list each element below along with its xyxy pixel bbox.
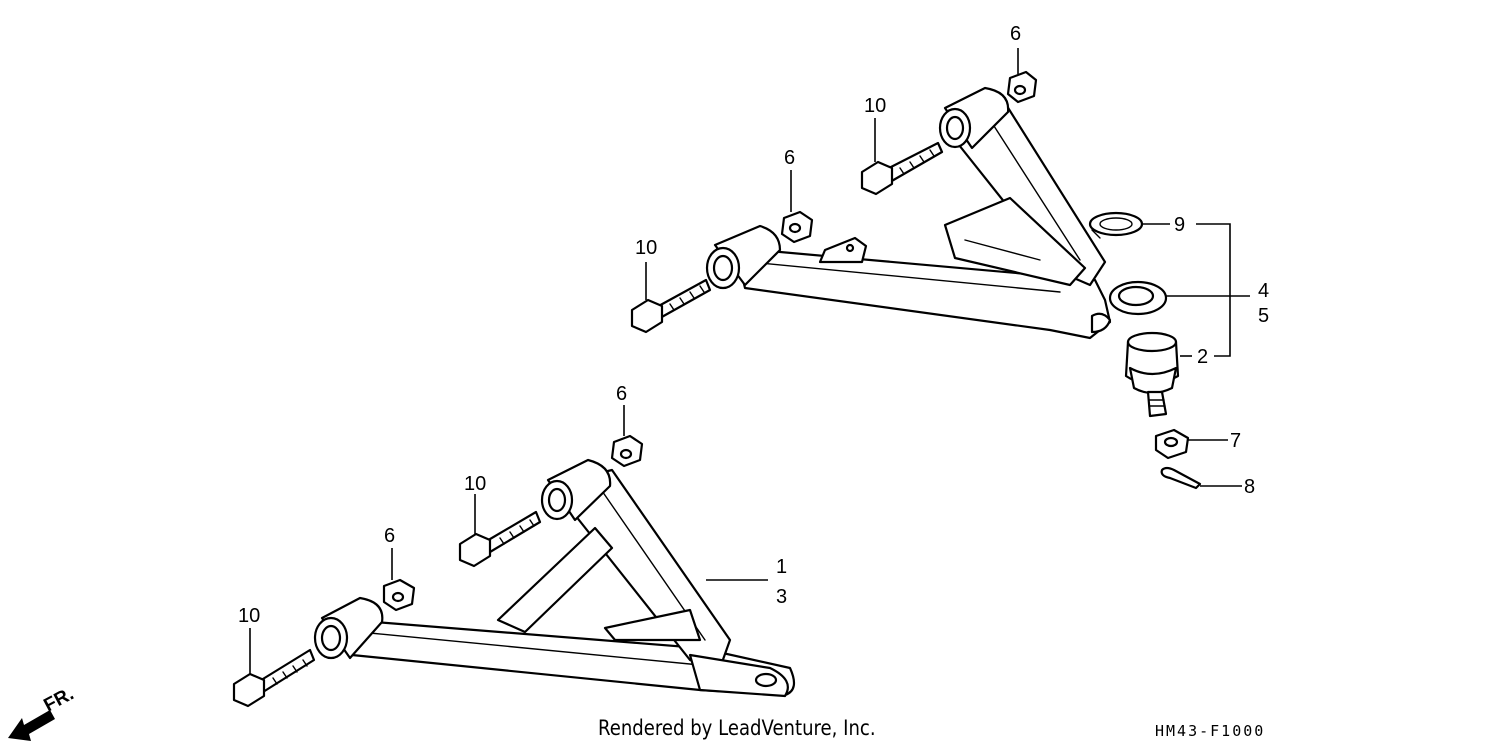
leader-lines	[249, 48, 1250, 674]
callout-upper-rear-nut: 6	[1010, 23, 1021, 45]
upper-rear-nut[interactable]	[1006, 70, 1038, 104]
upper-arm[interactable]	[705, 86, 1168, 340]
callout-lower-arm-3: 3	[776, 586, 787, 608]
callout-lower-front-nut: 6	[384, 525, 395, 547]
callout-lower-front-bolt: 10	[238, 605, 260, 627]
lower-front-nut[interactable]	[382, 578, 416, 612]
ball-joint[interactable]	[1124, 331, 1180, 418]
callout-ball-joint: 2	[1197, 346, 1208, 368]
upper-front-bolt[interactable]	[630, 278, 712, 334]
lower-rear-bolt[interactable]	[458, 510, 542, 568]
front-direction-indicator: FR.	[8, 684, 77, 741]
front-arrow-icon	[8, 710, 55, 741]
callout-lower-arm-1: 1	[776, 556, 787, 578]
footer-credit: Rendered by LeadVenture, Inc.	[598, 716, 876, 740]
lower-front-bolt[interactable]	[232, 648, 316, 708]
callout-snap-ring: 9	[1174, 214, 1185, 236]
fr-label: FR.	[40, 684, 77, 717]
upper-front-nut[interactable]	[780, 210, 814, 244]
castle-nut[interactable]	[1154, 428, 1190, 460]
callout-upper-front-nut: 6	[784, 147, 795, 169]
callout-lower-rear-bolt: 10	[464, 473, 486, 495]
lower-rear-nut[interactable]	[610, 434, 644, 468]
lower-arm[interactable]	[313, 458, 796, 698]
callout-upper-arm-4: 4	[1258, 280, 1269, 302]
cotter-pin[interactable]	[1160, 466, 1202, 490]
callout-upper-rear-bolt: 10	[864, 95, 886, 117]
diagram-code: HM43-F1000	[1155, 722, 1266, 740]
callout-upper-front-bolt: 10	[635, 237, 657, 259]
callout-castle-nut: 7	[1230, 430, 1241, 452]
callout-upper-arm-5: 5	[1258, 305, 1269, 327]
callout-cotter-pin: 8	[1244, 476, 1255, 498]
upper-rear-bolt[interactable]	[860, 141, 944, 196]
callout-lower-rear-nut: 6	[616, 383, 627, 405]
snap-ring[interactable]	[1088, 211, 1144, 239]
